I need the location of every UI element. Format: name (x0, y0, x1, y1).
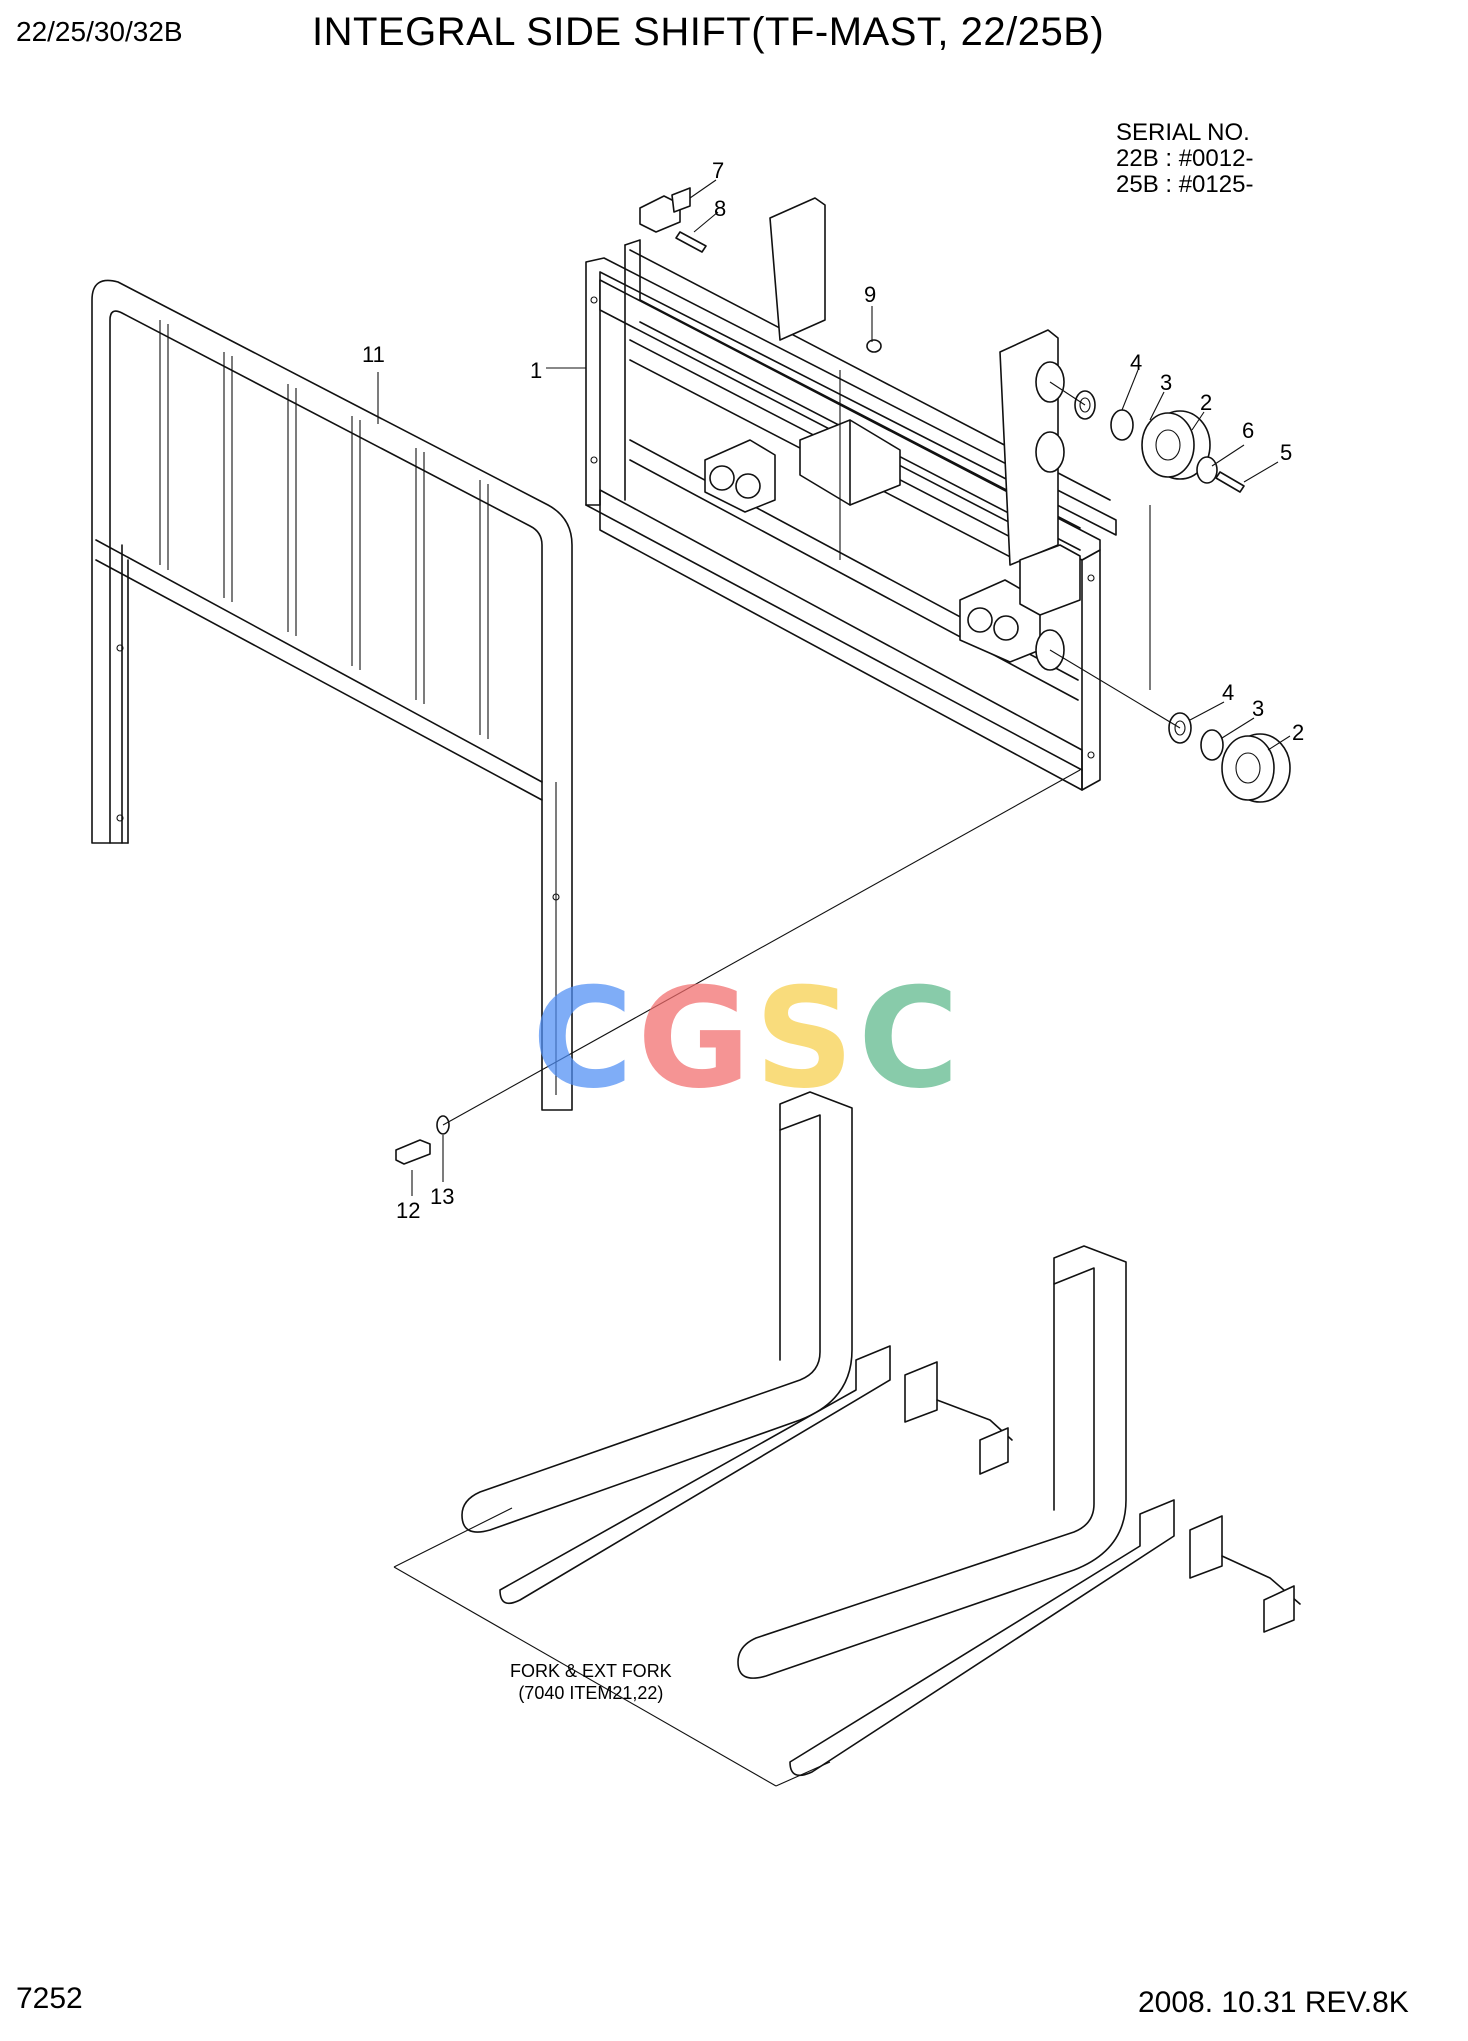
serial-number-block: SERIAL NO. 22B : #0012- 25B : #0125- (1116, 120, 1253, 198)
page-number: 7252 (16, 1982, 83, 2015)
callout-11: 11 (362, 342, 385, 367)
callout-5: 5 (1280, 440, 1292, 465)
small-hardware (395, 187, 1081, 1165)
callout-3-lower: 3 (1252, 696, 1264, 721)
page-title: INTEGRAL SIDE SHIFT(TF-MAST, 22/25B) (312, 10, 1105, 54)
callout-leaders (377, 179, 1291, 1196)
callout-2-upper: 2 (1200, 390, 1212, 415)
callout-6: 6 (1242, 418, 1254, 443)
model-number: 22/25/30/32B (16, 16, 183, 47)
watermark-letter-3: S (754, 958, 858, 1119)
callout-7: 7 (712, 158, 724, 183)
watermark-letter-1: C (532, 958, 638, 1119)
serial-heading: SERIAL NO. (1116, 119, 1250, 146)
fork-note-line1: FORK & EXT FORK (510, 1661, 672, 1681)
callout-4-upper: 4 (1130, 350, 1142, 375)
serial-line-25b: 25B : #0125- (1116, 171, 1254, 198)
watermark-letter-4: C (857, 958, 964, 1119)
callout-12: 12 (396, 1198, 420, 1223)
watermark-logo: CGSC (532, 958, 963, 1119)
watermark-letter-2: G (637, 958, 755, 1119)
callout-9: 9 (864, 282, 876, 307)
fork-note-line2: (7040 ITEM21,22) (518, 1683, 664, 1703)
fork-assembly (393, 1091, 1301, 1787)
revision-date: 2008. 10.31 REV.8K (1138, 1986, 1409, 2019)
callout-8: 8 (714, 196, 726, 221)
fork-reference-note: FORK & EXT FORK (7040 ITEM21,22) (510, 1660, 672, 1704)
lower-roller-assembly (1049, 649, 1291, 803)
serial-line-22b: 22B : #0012- (1116, 145, 1254, 172)
side-shifter-carriage (585, 197, 1151, 791)
callout-4-lower: 4 (1222, 680, 1234, 705)
load-backrest (91, 279, 573, 1111)
callout-3-upper: 3 (1160, 370, 1172, 395)
callout-13: 13 (430, 1184, 454, 1209)
callout-2-lower: 2 (1292, 720, 1304, 745)
upper-roller-assembly (1049, 381, 1245, 493)
callout-1: 1 (530, 358, 542, 383)
